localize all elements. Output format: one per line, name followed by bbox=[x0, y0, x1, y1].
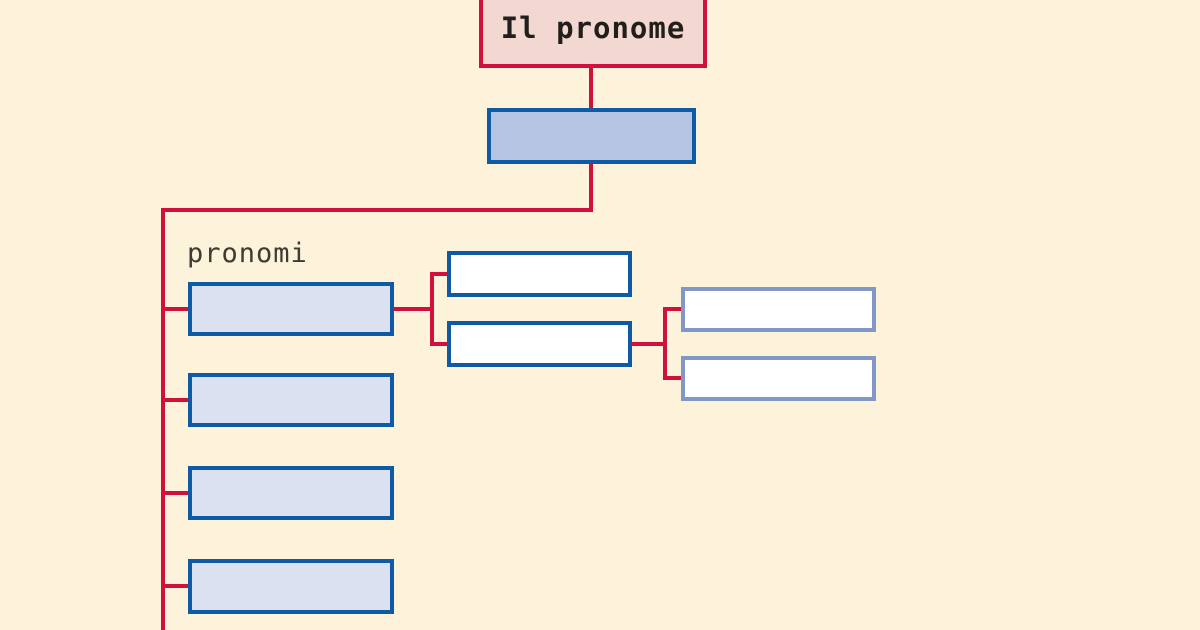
branch-label: pronomi bbox=[187, 238, 308, 269]
left-node-3 bbox=[188, 466, 394, 520]
connector-left1-to-bracket bbox=[394, 307, 434, 311]
connector-subtitle-down bbox=[589, 160, 593, 212]
connector-stub-left-2 bbox=[161, 398, 192, 402]
connector-stub-left-1 bbox=[161, 307, 192, 311]
connector-root-to-subtitle bbox=[589, 64, 593, 112]
right-node-2 bbox=[681, 356, 876, 401]
bracket-right-vertical bbox=[663, 307, 667, 380]
connector-main-vertical bbox=[161, 208, 165, 630]
middle-node-1 bbox=[447, 251, 632, 297]
bracket-middle-stub-bottom bbox=[430, 342, 451, 346]
right-node-1 bbox=[681, 287, 876, 332]
subtitle-node bbox=[487, 108, 696, 164]
left-node-2 bbox=[188, 373, 394, 427]
connector-horizontal-elbow bbox=[161, 208, 593, 212]
middle-node-2 bbox=[447, 321, 632, 367]
connector-stub-left-4 bbox=[161, 584, 192, 588]
bracket-middle-vertical bbox=[430, 272, 434, 346]
left-node-4 bbox=[188, 559, 394, 614]
bracket-right-stub-bottom bbox=[663, 376, 685, 380]
bracket-middle-stub-top bbox=[430, 272, 451, 276]
bracket-right-stub-top bbox=[663, 307, 685, 311]
left-node-1 bbox=[188, 282, 394, 336]
root-node: Il pronome bbox=[479, 0, 707, 68]
connector-stub-left-3 bbox=[161, 491, 192, 495]
root-node-label: Il pronome bbox=[500, 10, 686, 45]
connector-middle2-to-bracket bbox=[632, 342, 667, 346]
